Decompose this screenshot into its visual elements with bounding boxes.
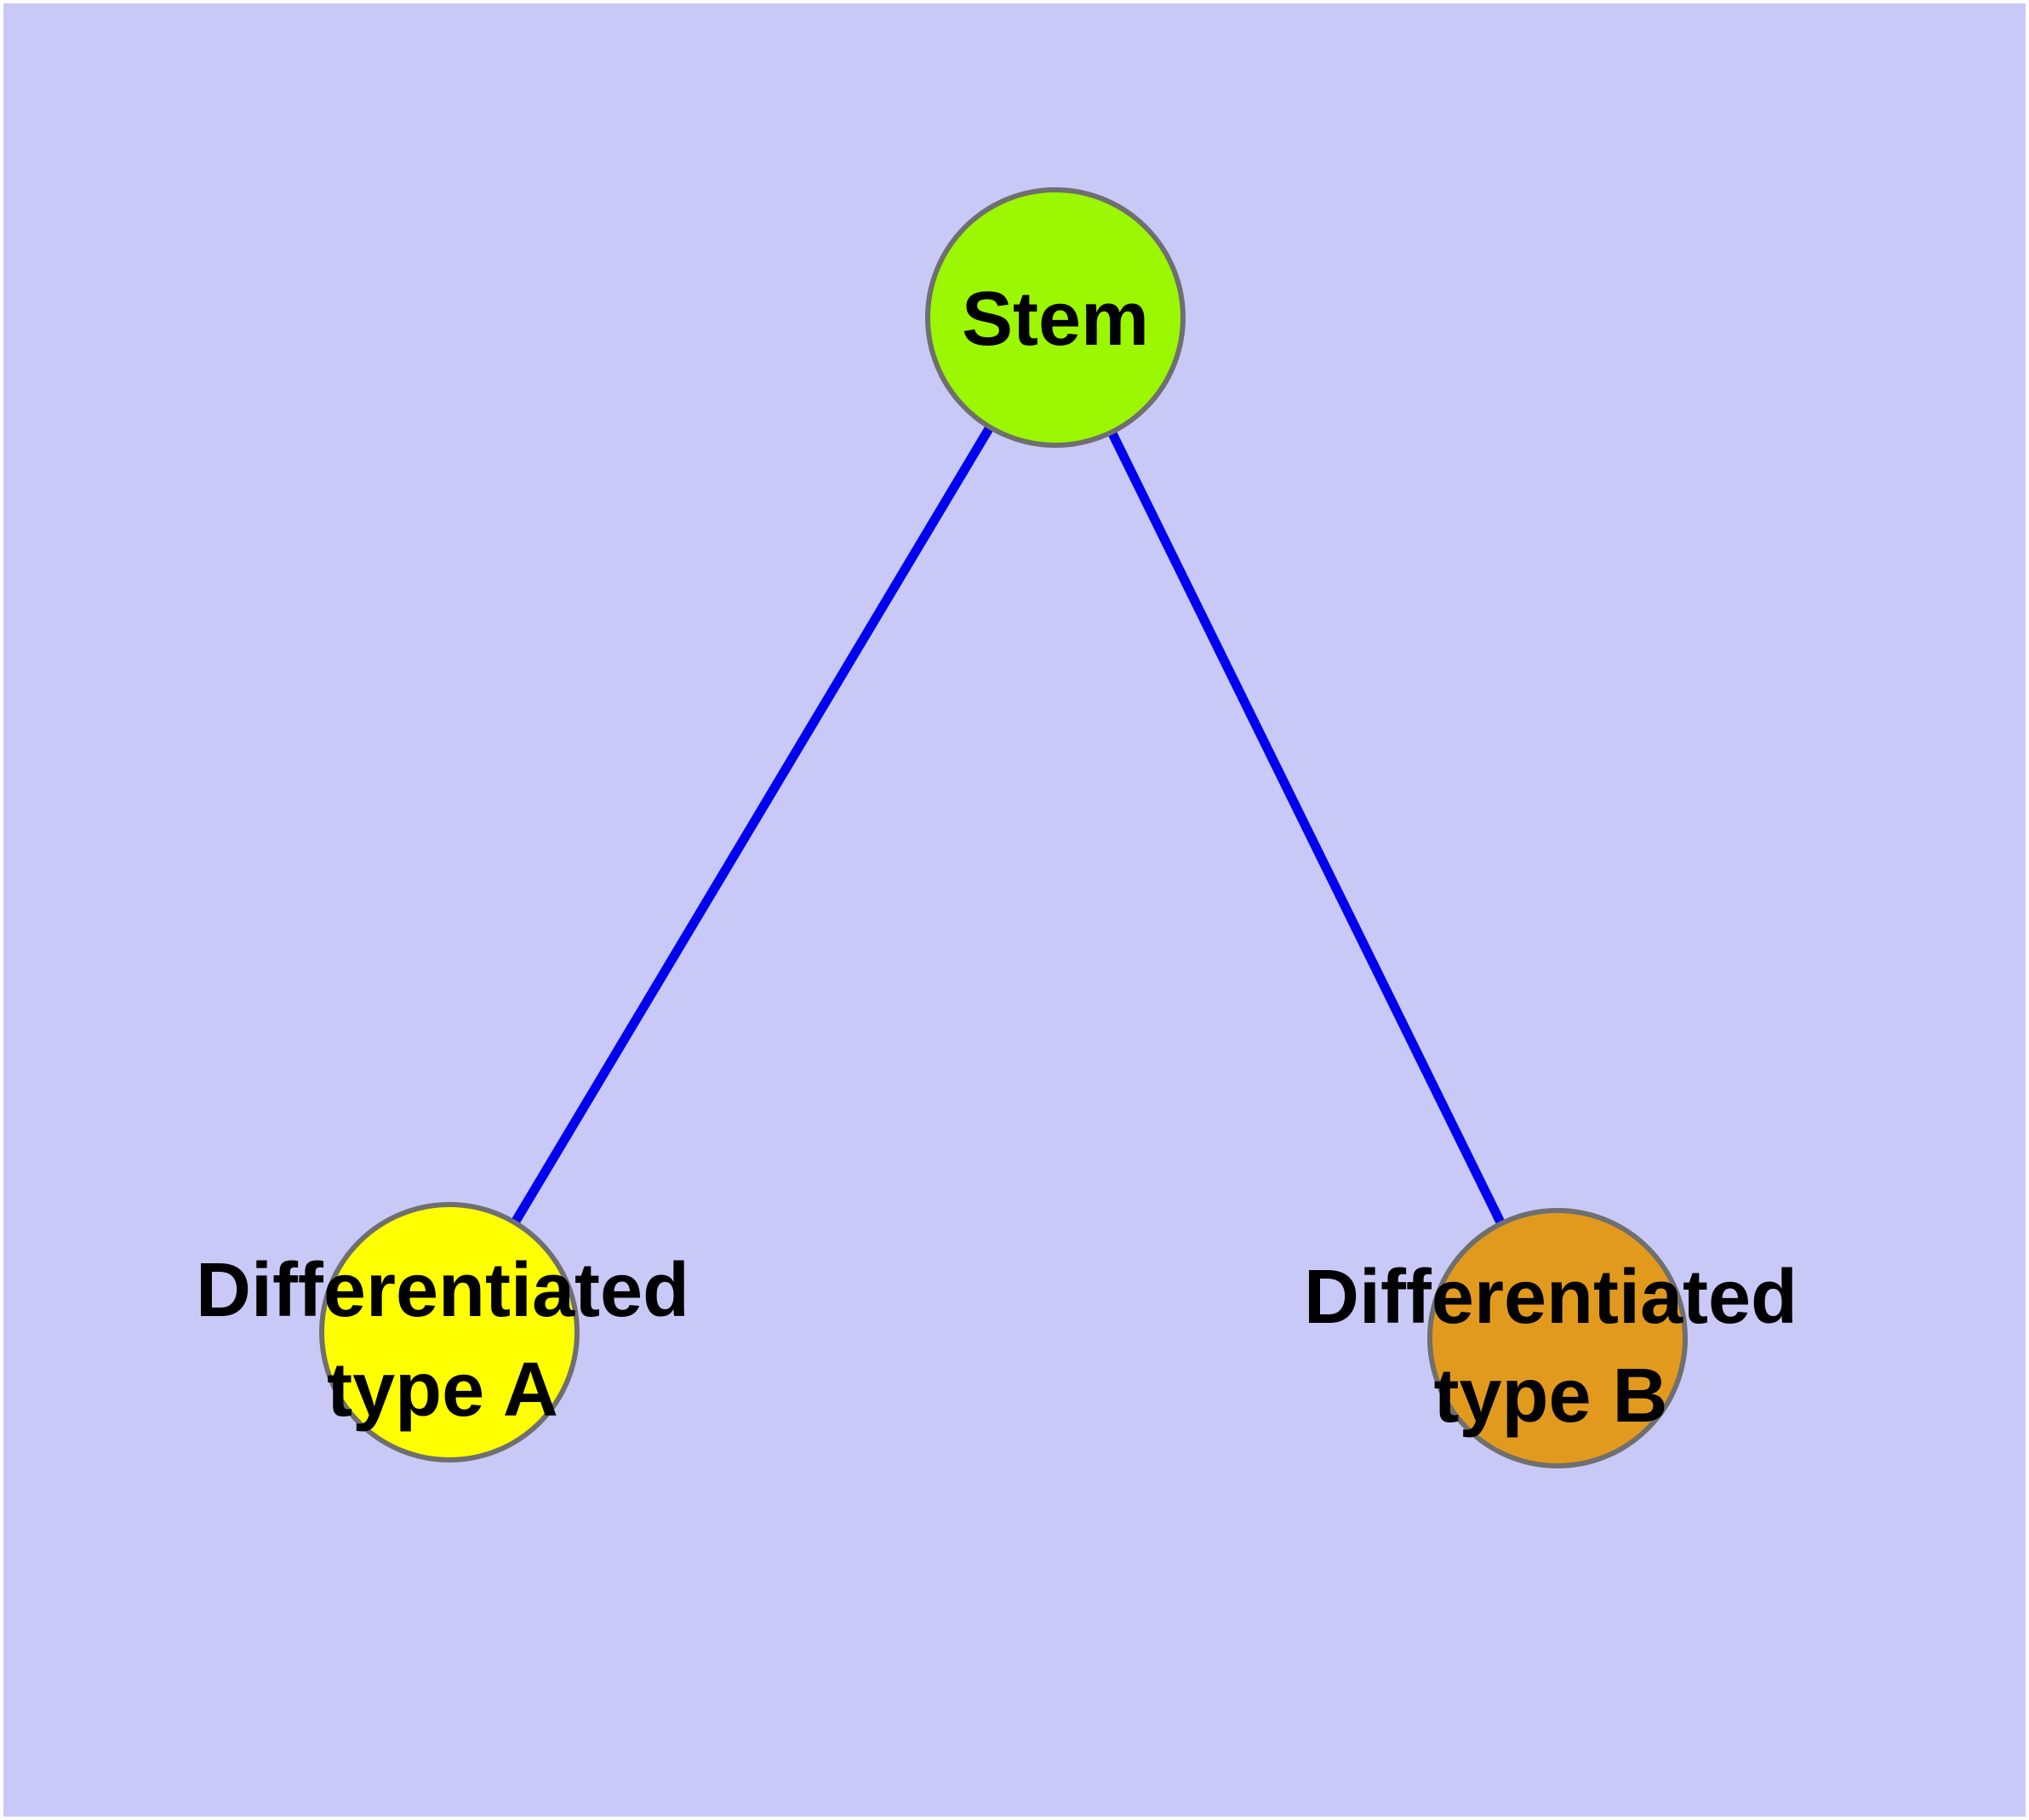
node-type-b-circle [1427,1208,1688,1468]
node-type-b-label-line1: Differentiated [1304,1255,1798,1340]
node-stem-label: Stem [962,277,1149,362]
node-type-a-label-line2: type A [327,1348,558,1433]
node-type-a-label-line1: Differentiated [196,1248,689,1333]
node-stem-circle [925,187,1186,448]
edge-stem-to-type-a [445,315,1060,1335]
node-type-b-label-line2: type B [1433,1354,1667,1439]
edge-stem-to-type-b [1051,315,1562,1341]
node-type-a-circle [319,1202,580,1462]
